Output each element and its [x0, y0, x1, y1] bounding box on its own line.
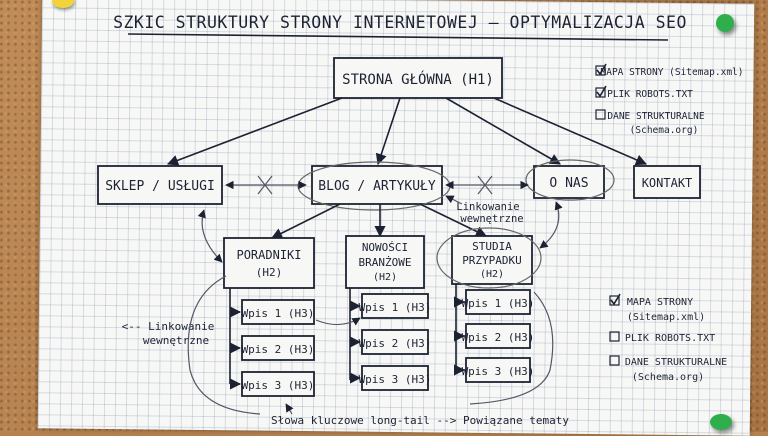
checklist-top: MAPA STRONY (Sitemap.xml) PLIK ROBOTS.TX…: [595, 63, 744, 136]
section-news: [345, 235, 425, 289]
check-bottom-schema-sub: (Schema.org): [632, 372, 704, 383]
cross-link-posts: [315, 317, 361, 326]
contact-label: KONTAKT: [642, 176, 693, 190]
check-bottom-schema: DANE STRUKTURALNE: [625, 357, 727, 368]
checkbox-robots-top: [595, 87, 606, 98]
arrow-blog-cases: [419, 203, 488, 237]
post-branches: [229, 296, 466, 390]
internal-links-note-1: Linkowanie: [456, 201, 519, 213]
post-news-2: [361, 329, 429, 355]
checkbox-sitemap-bottom: [609, 295, 620, 306]
section-news-line1: NOWOŚCI: [362, 241, 408, 254]
checkmark-icon-2: [596, 85, 607, 98]
section-news-line2: BRANŻOWE: [359, 256, 412, 269]
section-cases: [451, 235, 533, 285]
internal-links-note-2: wewnętrzne: [460, 213, 523, 225]
arrow-home-contact: [493, 97, 648, 166]
post-news-3: [361, 365, 429, 391]
title-underline: [127, 33, 669, 41]
cross-mark-icon: [257, 175, 273, 195]
post-news-3-label: Wpis 3 (H3): [359, 373, 432, 386]
post-cases-1-label: Wpis 1 (H3): [462, 297, 535, 310]
curve-cases-about: [539, 201, 563, 249]
curve-left-loop: [187, 275, 261, 415]
post-cases-2: [465, 323, 531, 349]
curve-guides-shop: [197, 209, 223, 263]
home-label: STRONA GŁÓWNA (H1): [342, 70, 494, 88]
section-cases-line1: STUDIA: [472, 240, 512, 253]
check-bottom-robots: PLIK ROBOTS.TXT: [625, 333, 715, 344]
post-guides-2: [241, 335, 315, 361]
arrow-note-blog: [445, 195, 463, 205]
arrow-blog-guides: [270, 203, 341, 239]
contact-node: [633, 165, 701, 199]
cases-highlight-circle: [436, 227, 542, 289]
check-bottom-sitemap-sub: (Sitemap.xml): [627, 312, 705, 323]
arrow-home-shop: [166, 97, 343, 166]
checkmark-icon: [596, 63, 607, 76]
arrow-home-about: [445, 97, 561, 165]
check-top-schema: DANE STRUKTURALNE: [607, 111, 705, 122]
post-cases-2-label: Wpis 2 (H3): [462, 331, 535, 344]
about-highlight-circle: [525, 159, 615, 201]
arrow-home-blog: [375, 97, 401, 166]
checklist-bottom: MAPA STRONY (Sitemap.xml) PLIK ROBOTS.TX…: [609, 293, 727, 383]
section-news-line3: (H2): [373, 272, 397, 283]
post-news-1: [361, 293, 429, 319]
home-node: [333, 57, 503, 99]
green-pushpin-icon: [716, 14, 734, 32]
post-cases-1: [465, 289, 531, 315]
blog-label: BLOG / ARTYKUŁY: [318, 179, 436, 194]
post-guides-1-label: Wpis 1 (H3): [242, 307, 315, 320]
bottom-keyword-note: Słowa kluczowe long-tail --> Powiązane t…: [271, 414, 569, 427]
post-guides-3-label: Wpis 3 (H3): [242, 379, 315, 392]
cross-mark-icon-2: [477, 175, 493, 195]
post-cases-3-label: Wpis 3 (H3): [462, 365, 535, 378]
post-guides-3: [241, 371, 315, 397]
checkmark-icon-3: [610, 293, 621, 306]
section-guides: [223, 237, 315, 289]
post-guides-1: [241, 299, 315, 325]
internal-links-left-1: <-- Linkowanie: [122, 320, 215, 333]
diagram-title: SZKIC STRUKTURY STRONY INTERNETOWEJ – OP…: [113, 13, 687, 32]
checkbox-sitemap-top: [595, 65, 606, 76]
check-top-sitemap: MAPA STRONY (Sitemap.xml): [601, 67, 744, 78]
check-top-robots: PLIK ROBOTS.TXT: [607, 89, 693, 100]
post-news-1-label: Wpis 1 (H3): [359, 301, 432, 314]
section-cases-line2: PRZYPADKU: [462, 254, 522, 267]
shop-label: SKLEP / USŁUGI: [105, 179, 215, 194]
green-pushpin-bottom-icon: [710, 414, 732, 430]
bottom-left-arrow: [285, 403, 294, 415]
blog-node: [311, 165, 443, 205]
section-guides-line2: (H2): [256, 266, 283, 279]
curve-right-loop: [469, 291, 554, 405]
about-node: [533, 165, 605, 199]
checkbox-schema-top: [595, 109, 606, 120]
check-top-schema-sub: (Schema.org): [630, 125, 699, 136]
internal-links-left-2: wewnętrzne: [143, 334, 209, 347]
post-news-2-label: Wpis 2 (H3): [359, 337, 432, 350]
section-guides-line1: PORADNIKI: [236, 248, 301, 262]
yellow-pushpin-icon: [52, 0, 74, 8]
checkbox-robots-bottom: [609, 331, 620, 342]
checkbox-schema-bottom: [609, 355, 620, 366]
post-cases-3: [465, 357, 531, 383]
section-cases-line3: (H2): [480, 269, 504, 280]
about-label: O NAS: [549, 176, 588, 191]
shop-node: [97, 165, 223, 205]
check-bottom-sitemap: MAPA STRONY: [627, 297, 693, 308]
post-guides-2-label: Wpis 2 (H3): [242, 343, 315, 356]
